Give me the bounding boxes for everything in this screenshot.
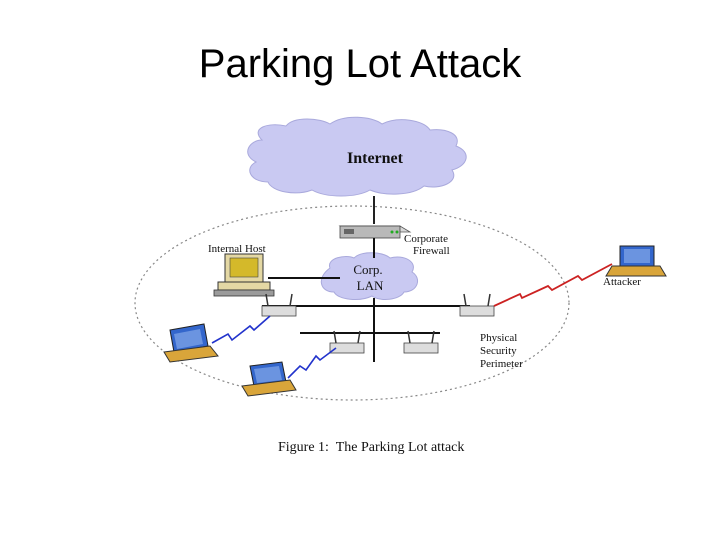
lan-label-line2: LAN [357, 278, 384, 293]
access-point-icon-left [261, 293, 297, 317]
perimeter-label-line1: Physical [480, 332, 517, 344]
attacker-wireless-link [493, 263, 613, 307]
figure-caption: Figure 1: The Parking Lot attack [278, 440, 464, 455]
attacker-label: Attacker [603, 276, 641, 288]
lan-label-line1: Corp. [353, 262, 382, 277]
corp-lan-cloud [320, 252, 419, 300]
wireless-link-laptop-1 [211, 315, 271, 344]
slide-title: Parking Lot Attack [198, 42, 522, 86]
access-point-icon-right [459, 293, 495, 317]
access-point-icon-lower-left [329, 330, 365, 354]
wireless-link-laptop-2 [287, 347, 337, 379]
internal-host-computer-icon [213, 253, 275, 297]
firewall-icon [338, 225, 412, 239]
laptop-icon-1 [163, 323, 219, 363]
lan-backbone [262, 238, 470, 362]
internet-cloud [247, 116, 467, 197]
perimeter-label-line2: Security [480, 345, 517, 357]
internal-host-label: Internal Host [208, 243, 266, 255]
security-perimeter-ellipse [134, 205, 570, 401]
firewall-label-line2: Firewall [413, 245, 450, 257]
laptop-icon-2 [241, 361, 297, 397]
access-point-icon-lower-right [403, 330, 439, 354]
internet-label: Internet [347, 150, 404, 167]
attacker-laptop-icon [605, 245, 667, 277]
perimeter-label-line3: Perimeter [480, 358, 523, 370]
firewall-label-line1: Corporate [404, 233, 448, 245]
